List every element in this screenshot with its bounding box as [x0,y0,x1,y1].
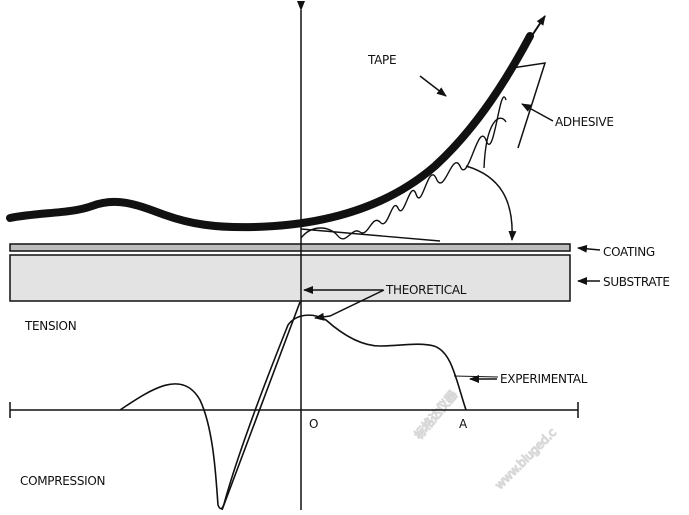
theoretical-label: THEORETICAL [385,283,467,297]
tension-label: TENSION [24,319,76,333]
adhesive-label: ADHESIVE [555,115,614,129]
tape-strip [6,32,534,232]
point-a-label: A [459,417,468,431]
peel-direction-arrow [524,15,546,47]
compression-label: COMPRESSION [20,474,105,488]
coating-pointer-arrow [577,244,601,253]
tape-pointer-arrow [419,75,447,97]
theoretical-stress-line [221,301,301,511]
peel-angle-line [300,228,441,242]
watermark-chinese: 标格达仪器 [411,387,460,442]
experimental-pointer-tail [453,375,499,378]
substrate-label: SUBSTRATE [603,275,670,289]
watermark: 标格达仪器 www.biuged.c [410,387,559,493]
peel-angle-arc [465,165,517,241]
adhesive-pointer-arrow [521,103,554,122]
tape-label: TAPE [367,53,396,67]
adhesive-loop [483,117,507,169]
coating-layer [9,243,571,252]
origin-label: O [309,417,318,431]
experimental-stress-curve [119,314,467,510]
watermark-url: www.biuged.c [492,426,559,493]
theoretical-curve-pointer [314,289,385,321]
adhesive-filaments [300,96,507,242]
substrate-layer [9,254,571,302]
coating-label: COATING [603,245,655,259]
adhesive-strands [300,96,507,240]
adhesive-bracket [511,62,547,149]
experimental-label: EXPERIMENTAL [500,372,588,386]
